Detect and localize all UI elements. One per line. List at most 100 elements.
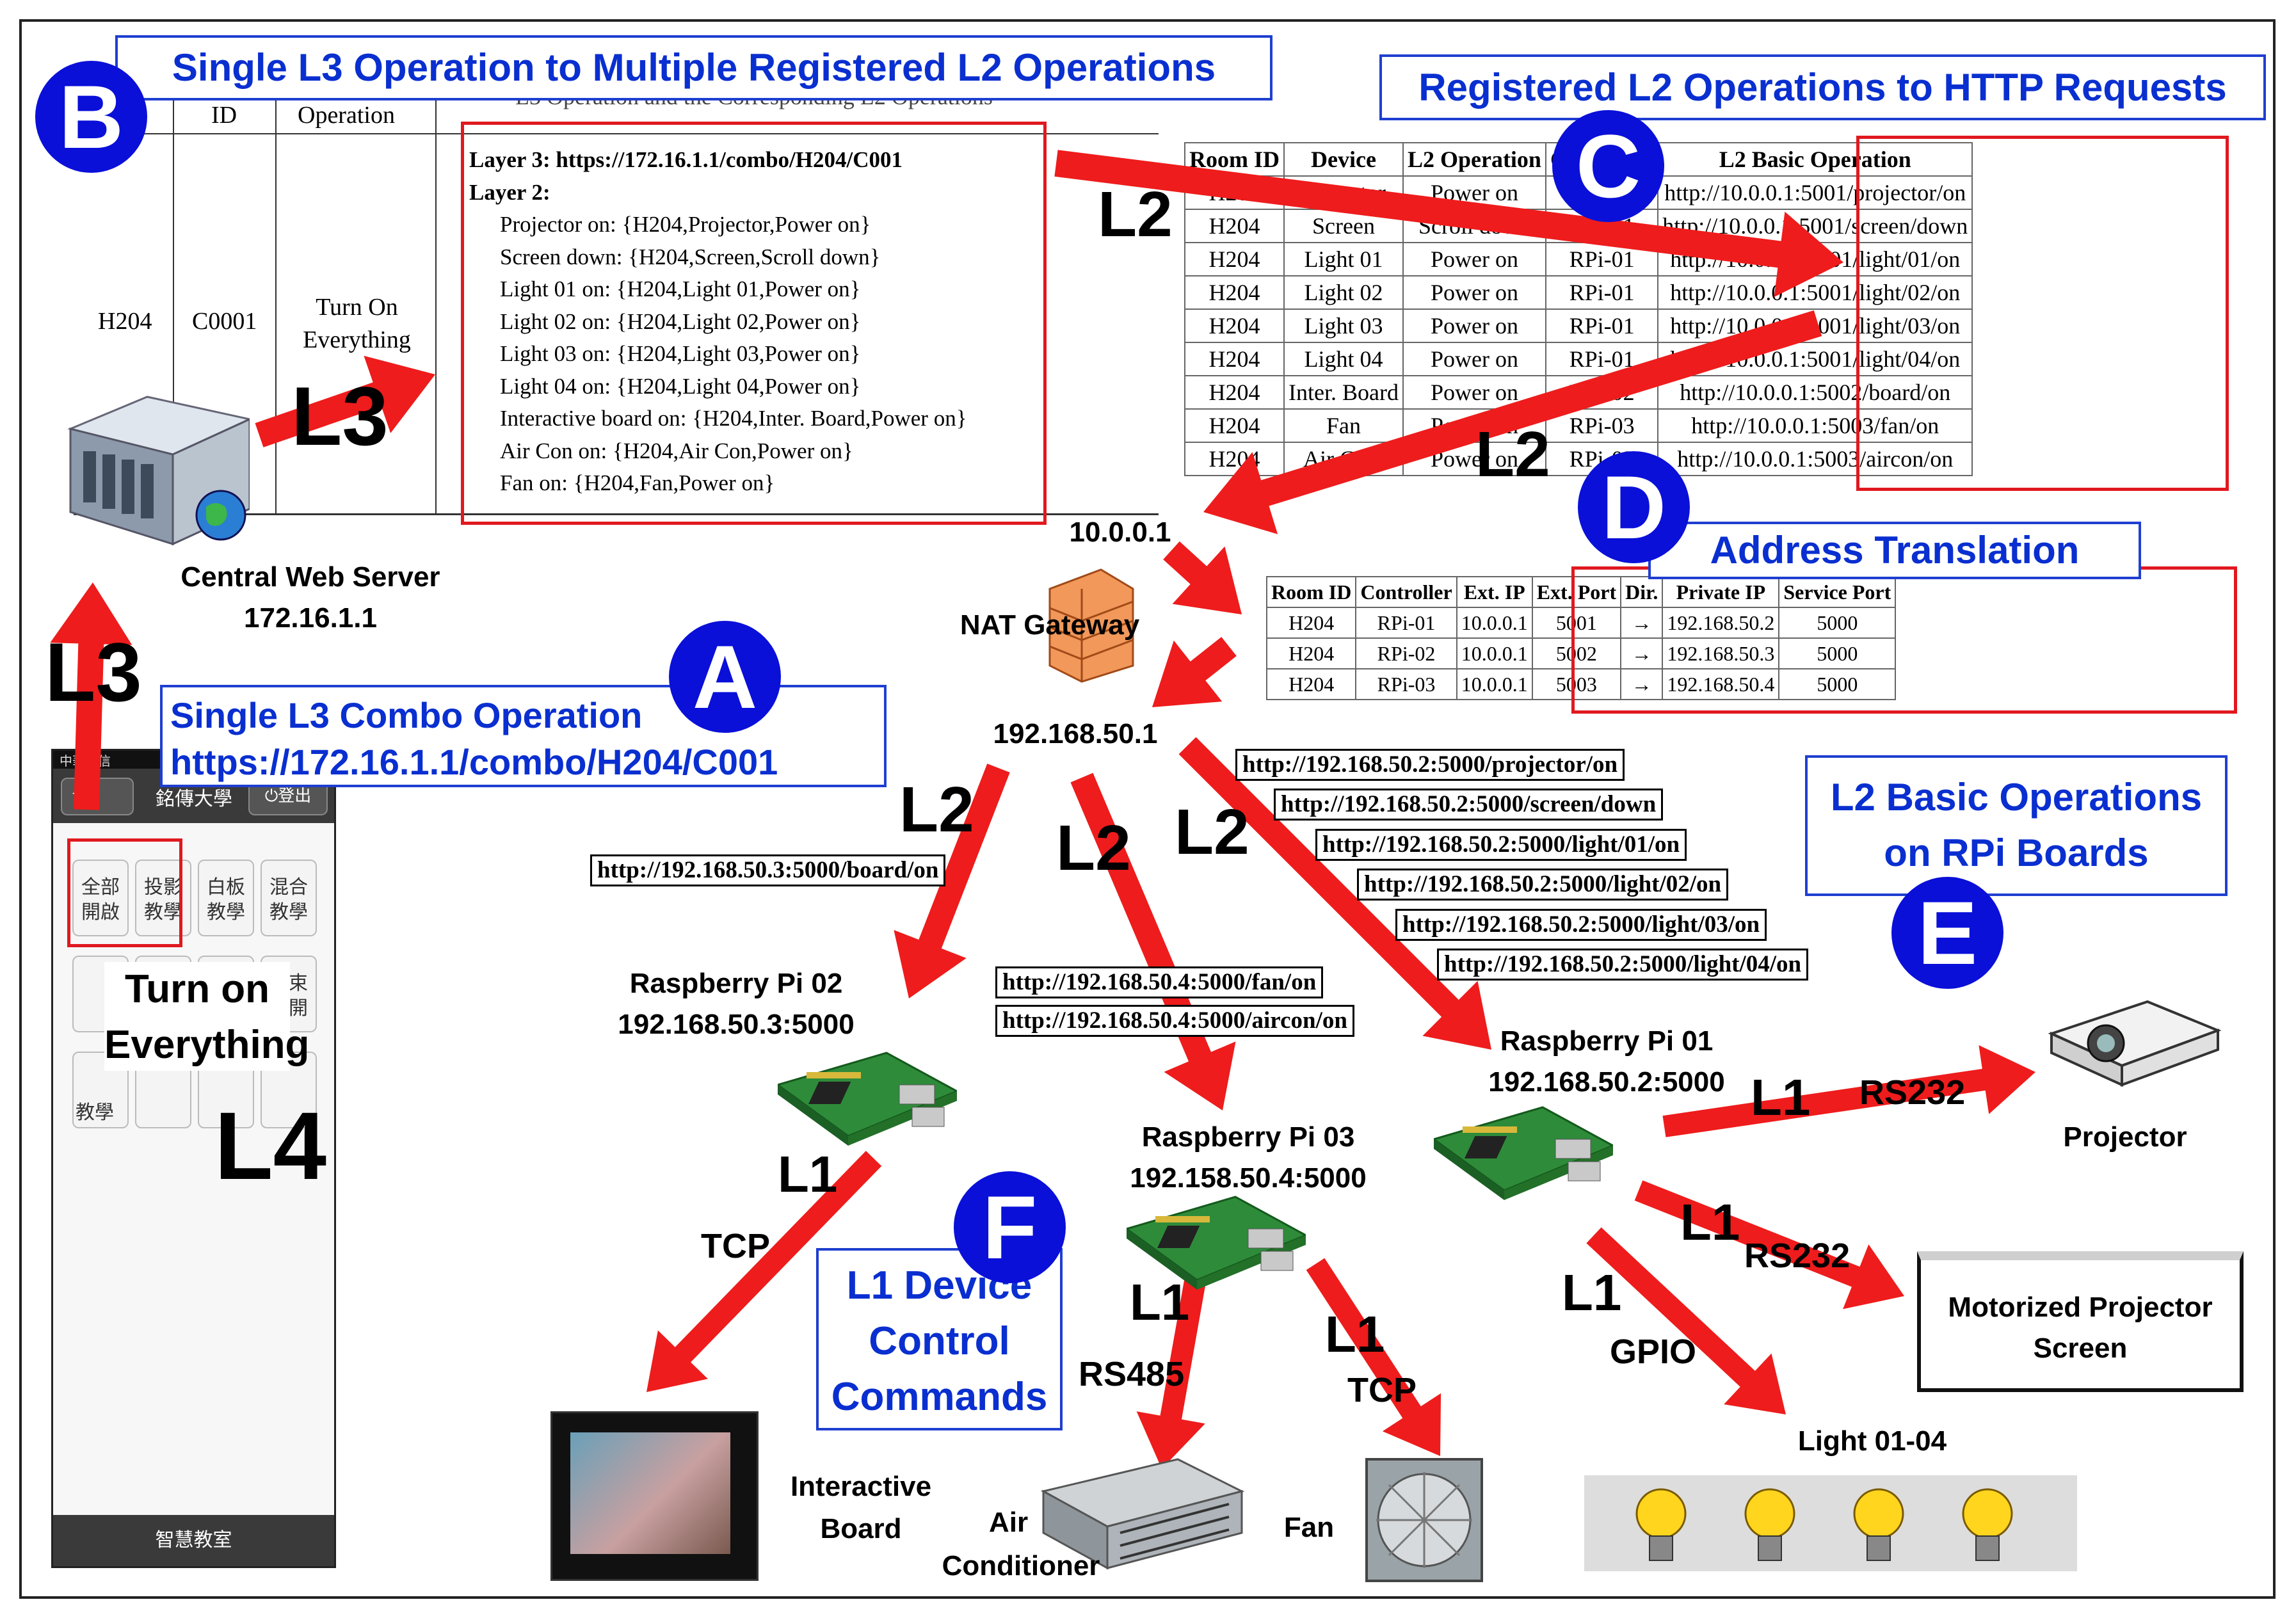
l2-table-cell: RPi-01 [1545,242,1659,276]
nat-table-cell: 5003 [1531,668,1622,700]
nat-table-cell: 5002 [1531,637,1622,669]
projector-label: Projector [2063,1121,2187,1153]
phone-mode-button[interactable]: 混合 教學 [261,860,317,936]
board-label-line2: Board [820,1513,902,1544]
server-icon [38,358,253,550]
badge-c: C [1552,110,1664,222]
protocol-rs232-proj: RS232 [1859,1073,1966,1112]
rpi01-label: Raspberry Pi 01 192.168.50.2:5000 [1459,1021,1754,1103]
combo-header-id: ID [211,102,237,129]
l2-table-cell: Light 04 [1283,342,1404,376]
phone-overlay: Turn on Everything [104,962,309,1071]
l2-table-cell: H204 [1184,442,1285,476]
url-light03: http://192.168.50.2:5000/light/03/on [1395,909,1767,941]
nat-table-header-cell: Ext. IP [1456,576,1533,608]
callout-e-line2: on RPi Boards [1884,831,2149,874]
nat-table-cell: H204 [1265,607,1357,639]
screen-label-line2: Screen [2033,1332,2128,1364]
l2-table-cell: Inter. Board [1283,375,1404,410]
l2-table-cell: H204 [1184,242,1285,276]
rpi03-label: Raspberry Pi 03 192.158.50.4:5000 [1088,1117,1408,1199]
badge-f: F [954,1171,1066,1283]
phone-mode-button[interactable]: 全部 開啟 [72,860,129,936]
level-l4: L4 [214,1092,327,1199]
level-l3-server: L3 [291,369,389,463]
level-l1-rs232-proj: L1 [1751,1069,1811,1126]
combo-table-bottom-rule [74,513,1159,515]
l2-table-cell: Power on [1402,342,1546,376]
phone-back-button[interactable]: ◀ [61,778,134,815]
nat-table-cell: → [1620,637,1664,669]
projector-screen-box: Motorized Projector Screen [1917,1251,2244,1392]
url-light04: http://192.168.50.2:5000/light/04/on [1437,949,1809,981]
power-icon: ⏻ [264,787,278,806]
nat-int-ip: 192.168.50.1 [993,718,1158,749]
l2-table-cell: H204 [1184,308,1285,343]
phone-mode-button[interactable]: 白板 教學 [198,860,254,936]
callout-e-line1: L2 Basic Operations [1830,776,2203,819]
nat-table-cell: → [1620,668,1664,700]
level-l2-combo: L2 [1098,179,1173,250]
combo-table-col1 [173,96,174,515]
nat-table-cell: H204 [1265,668,1357,700]
callout-c: Registered L2 Operations to HTTP Request… [1379,54,2266,120]
combo-l2-operation: Screen down: {H204,Screen,Scroll down} [500,244,881,269]
level-l2-rpi02: L2 [899,774,974,845]
nat-table-cell: 5001 [1531,607,1622,639]
callout-f-line2: Control [869,1318,1010,1363]
callout-d: Address Translation [1648,522,2141,579]
rpi02-label: Raspberry Pi 02 192.168.50.3:5000 [589,963,883,1045]
level-l3-phone: L3 [45,625,142,719]
back-arrow-icon: ◀ [72,779,90,805]
air-conditioner-label: Air Conditioner [925,1501,1117,1588]
phone-title: 銘傳大學 [156,788,232,810]
combo-operation-line1: Turn On [316,294,398,321]
nat-table-cell: 10.0.0.1 [1456,637,1533,669]
nat-gateway-label: NAT Gateway [959,609,1140,641]
combo-l2-operation: Light 04 on: {H204,Light 04,Power on} [500,373,861,399]
combo-l2-operation: Light 03 on: {H204,Light 03,Power on} [500,341,861,366]
level-l2-nat: L2 [1475,419,1550,490]
l2-table-cell: Screen [1283,209,1404,243]
server-label: Central Web Server 172.16.1.1 [157,557,464,639]
nat-table-cell: 10.0.0.1 [1456,668,1533,700]
l2-table-cell: Power on [1402,242,1546,276]
phone-footer: 智慧教室 [53,1515,334,1566]
nat-table-header-cell: Dir. [1620,576,1664,608]
level-l1-tcp-board: L1 [778,1146,838,1203]
url-screen: http://192.168.50.2:5000/screen/down [1274,789,1664,821]
phone-carrier: 中華電信 [60,753,111,769]
url-light02: http://192.168.50.2:5000/light/02/on [1357,869,1729,901]
callout-f-line3: Commands [831,1374,1048,1419]
l2-table-cell: Scroll down [1402,209,1546,243]
combo-ops: Layer 3: https://172.16.1.1/combo/H204/C… [469,144,1045,500]
screen-label: Motorized Projector Screen [1921,1287,2240,1369]
combo-table-head-rule [74,133,1159,134]
combo-l2-operation: Projector on: {H204,Projector,Power on} [500,212,871,237]
l2-table-cell: Power on [1402,308,1546,343]
l2-table-cell: H204 [1184,408,1285,443]
light-bulb-icon [1962,1488,2013,1561]
combo-operation-line2: Everything [303,326,411,354]
nat-table-cell: 192.168.50.2 [1662,607,1780,639]
light-bulb-icons [1635,1488,2013,1561]
level-l1-gpio: L1 [1562,1264,1622,1321]
url-board: http://192.168.50.3:5000/board/on [590,854,946,887]
fan-label: Fan [1283,1512,1335,1543]
l2-table-cell: Power on [1402,275,1546,310]
nat-table-cell: RPi-02 [1355,637,1457,669]
nat-table-cell: RPi-03 [1355,668,1457,700]
fan-image [1363,1456,1485,1584]
protocol-rs485: RS485 [1079,1355,1185,1393]
light-bulbs-panel [1584,1475,2077,1571]
nat-table-cell: 192.168.50.3 [1662,637,1780,669]
url-projector: http://192.168.50.2:5000/projector/on [1235,749,1625,781]
url-aircon: http://192.168.50.4:5000/aircon/on [995,1005,1354,1037]
screen-label-line1: Motorized Projector [1948,1292,2213,1323]
l2-basic-op-box [1856,136,2229,491]
l2-table-header-cell: Device [1283,142,1404,177]
phone-mode-button[interactable] [72,1052,129,1128]
protocol-tcp-fan: TCP [1347,1371,1417,1409]
